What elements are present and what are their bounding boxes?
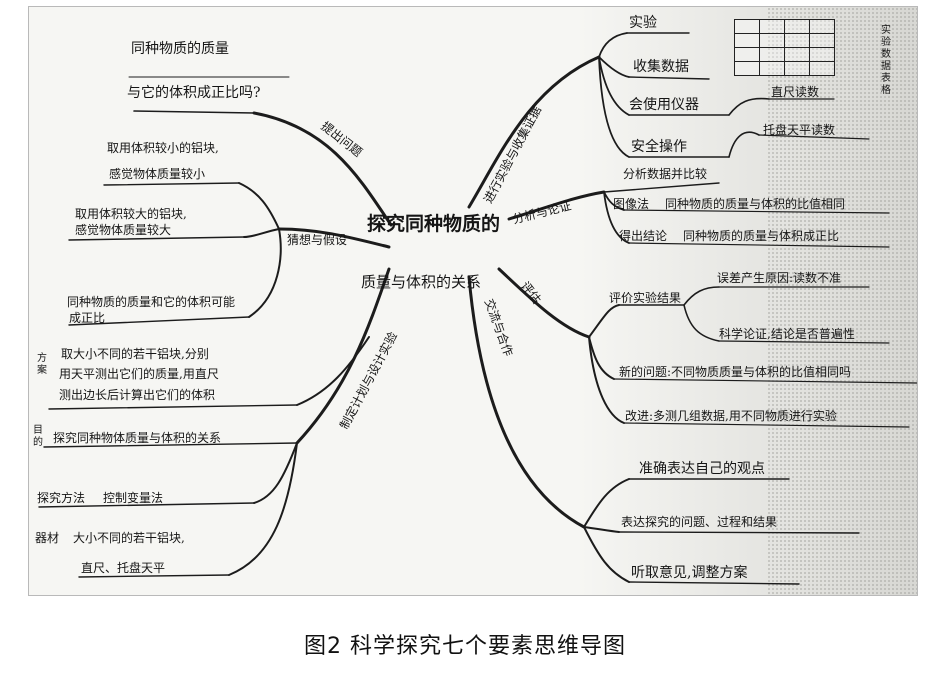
hypothesis-2-line2: 感觉物体质量较大: [75, 223, 172, 237]
analysis-text-1: 同种物质的质量与体积成正比: [683, 229, 840, 243]
branch-hypothesis: [277, 227, 391, 249]
hypothesis-2-line1: 取用体积较大的铝块,: [75, 207, 187, 221]
analysis-text-0: 同种物质的质量与体积的比值相同: [665, 197, 846, 211]
plan-method-text: 控制变量法: [103, 491, 164, 505]
analysis-item-1: 图像法: [613, 197, 650, 211]
evaluation-text-1: 科学论证,结论是否普遍性: [719, 327, 855, 341]
communication-item-1: 表达探究的问题、过程和结果: [621, 515, 778, 529]
branch-communication: [467, 275, 586, 529]
branch-label-hypothesis: 猜想与假设: [287, 233, 348, 247]
plan-method-label: 探究方法: [37, 491, 86, 505]
plan-goal-text: 探究同种物体质量与体积的关系: [53, 431, 222, 445]
plan-goal-label: 目的: [33, 425, 43, 448]
mind-map-scan: 探究同种物质的 质量与体积的关系 提出问题 猜想与假设 制定计划与设计实验 进行…: [28, 6, 918, 596]
branch-question: [252, 111, 393, 227]
evaluation-text-2: 新的问题:不同物质质量与体积的比值相同吗: [619, 365, 852, 379]
branch-evaluation: [497, 267, 591, 339]
plan-equipment-label: 器材: [35, 531, 60, 545]
plan-scheme-line1: 取大小不同的若干铝块,分别: [61, 347, 209, 361]
plan-scheme-line2: 用天平测出它们的质量,用直尺: [59, 367, 219, 381]
plan-scheme-label: 方案: [37, 353, 47, 376]
question-line2: 与它的体积成正比吗?: [127, 85, 261, 101]
experiment-item-0: 实验: [629, 15, 657, 31]
mind-map-branches: [38, 32, 917, 585]
experiment-table-note: 实验数据表格: [881, 25, 891, 96]
analysis-item-0: 分析数据并比较: [623, 167, 708, 181]
hypothesis-1-line2: 感觉物体质量较小: [109, 167, 206, 181]
scan-halftone: [767, 7, 917, 595]
question-line1: 同种物质的质量: [131, 41, 229, 57]
experiment-item-1: 收集数据: [633, 59, 689, 75]
center-topic-line2: 质量与体积的关系: [361, 273, 482, 291]
analysis-item-2: 得出结论: [619, 229, 668, 243]
experiment-data-table: [734, 19, 835, 76]
evaluation-text-0: 误差产生原因:读数不准: [717, 271, 842, 285]
communication-item-2: 听取意见,调整方案: [631, 565, 748, 581]
figure-caption: 图2 科学探究七个要素思维导图: [304, 634, 626, 659]
branch-experiment: [467, 55, 601, 209]
experiment-instrument-1: 托盘天平读数: [763, 123, 836, 137]
center-topic-line1: 探究同种物质的: [367, 213, 501, 235]
plan-equipment-text2: 直尺、托盘天平: [81, 561, 166, 575]
communication-item-0: 准确表达自己的观点: [639, 461, 765, 477]
hypothesis-3-line2: 成正比: [69, 311, 106, 325]
plan-equipment-text1: 大小不同的若干铝块,: [73, 531, 185, 545]
experiment-item-2: 会使用仪器: [629, 97, 699, 113]
hypothesis-1-line1: 取用体积较小的铝块,: [107, 141, 219, 155]
evaluation-text-3: 改进:多测几组数据,用不同物质进行实验: [625, 409, 837, 423]
hypothesis-3-line1: 同种物质的质量和它的体积可能: [67, 295, 236, 309]
branch-analysis: [507, 190, 606, 221]
evaluation-header: 评价实验结果: [609, 291, 682, 305]
experiment-instrument-0: 直尺读数: [771, 85, 820, 99]
plan-scheme-line3: 测出边长后计算出它们的体积: [59, 388, 216, 402]
experiment-item-3: 安全操作: [631, 139, 687, 155]
